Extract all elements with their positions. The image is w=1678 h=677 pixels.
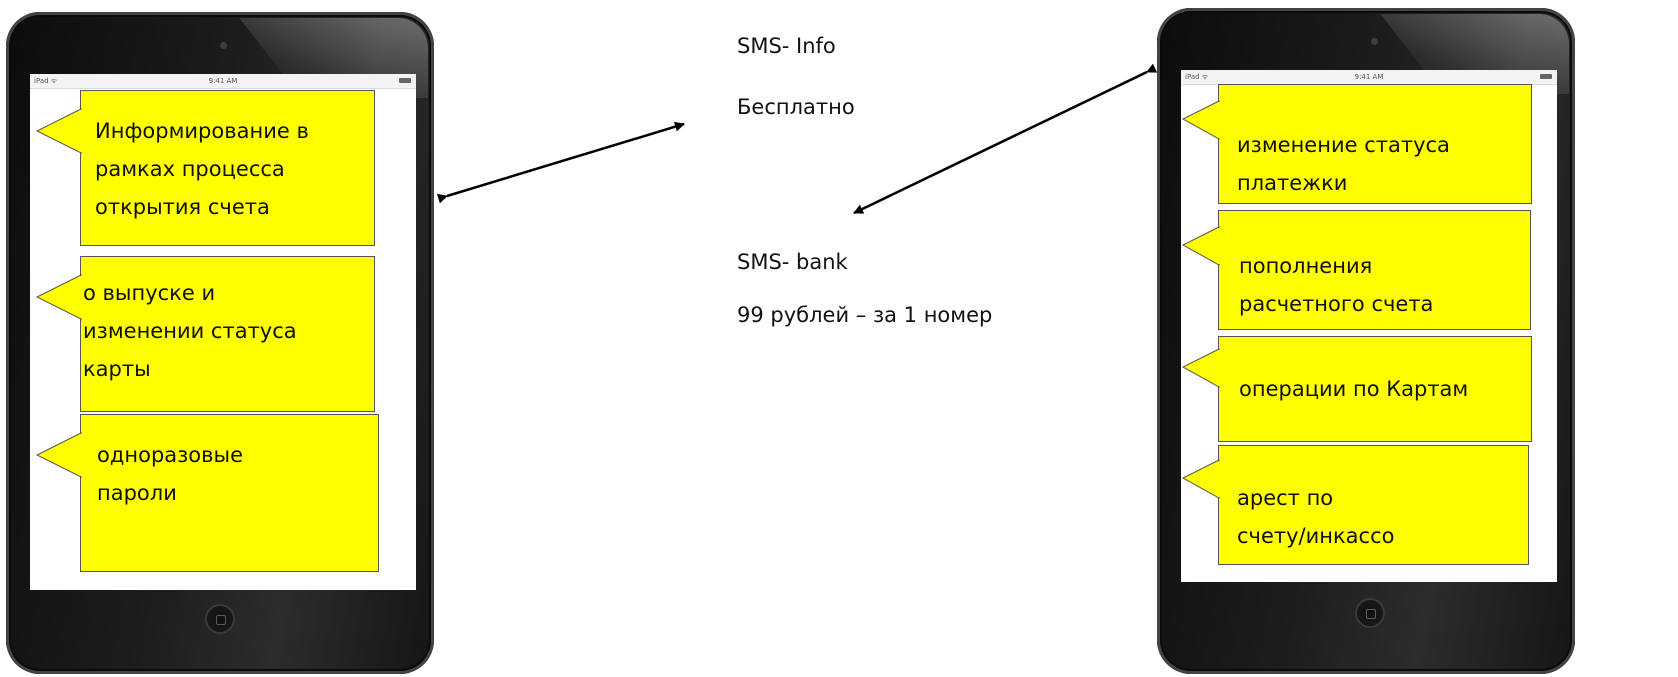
callout-pointer <box>35 108 83 154</box>
device-label: iPad ᯤ <box>34 77 58 85</box>
battery-icon <box>1540 74 1552 79</box>
status-time: 9:41 AM <box>208 77 238 85</box>
callout-text: пополнения расчетного счета <box>1239 254 1434 316</box>
arrow-left-to-sms-info <box>436 121 685 204</box>
status-bar: iPad ᯤ 9:41 AM <box>30 74 416 89</box>
callout-text: изменение статуса платежки <box>1237 133 1450 195</box>
battery-icon <box>399 78 411 83</box>
callout-pointer <box>1181 226 1221 266</box>
camera-icon <box>1371 38 1378 45</box>
sms-bank-price: 99 рублей – за 1 номер <box>737 303 993 327</box>
sms-info-title: SMS- Info <box>737 34 836 58</box>
camera-icon <box>220 42 227 49</box>
home-button-icon[interactable] <box>1355 598 1385 628</box>
callout-payment-status: изменение статуса платежки <box>1181 84 1532 204</box>
callout-one-time-passwords: одноразовые пароли <box>35 414 379 572</box>
status-time: 9:41 AM <box>1354 73 1384 81</box>
callout-pointer <box>35 432 83 478</box>
callout-text: одноразовые пароли <box>97 443 244 505</box>
callout-pointer <box>1181 348 1221 388</box>
callout-arrest-collection: арест по счету/инкассо <box>1181 445 1529 565</box>
callout-account-replenishment: пополнения расчетного счета <box>1181 210 1531 330</box>
home-button-icon[interactable] <box>205 604 235 634</box>
device-label: iPad ᯤ <box>1185 73 1209 81</box>
callout-pointer <box>35 274 83 320</box>
callout-pointer <box>1181 459 1221 499</box>
callout-card-status: о выпуске и изменении статуса карты <box>35 256 375 412</box>
callout-account-opening: Информирование в рамках процесса открыти… <box>35 90 375 246</box>
arrow-right-to-sms-bank <box>853 63 1158 215</box>
callout-text: операции по Картам <box>1239 377 1469 401</box>
sms-info-price: Бесплатно <box>737 95 855 119</box>
callout-text: арест по счету/инкассо <box>1237 486 1395 548</box>
callout-card-operations: операции по Картам <box>1181 336 1532 442</box>
callout-text: о выпуске и изменении статуса карты <box>83 281 297 381</box>
sms-bank-title: SMS- bank <box>737 250 848 274</box>
callout-text: Информирование в рамках процесса открыти… <box>95 119 309 219</box>
callout-pointer <box>1181 100 1221 140</box>
